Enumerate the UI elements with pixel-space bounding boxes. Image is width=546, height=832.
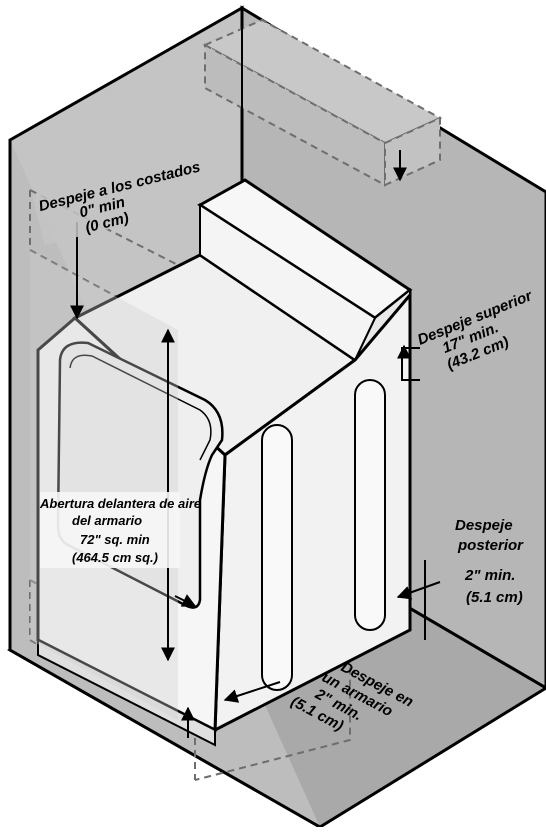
front-opening-line3: 72" sq. min xyxy=(80,532,150,547)
rear-clearance-line3: 2" min. xyxy=(464,567,515,584)
front-opening-line4: (464.5 cm sq.) xyxy=(72,550,158,565)
rear-clearance-line1: Despeje xyxy=(455,517,513,534)
label-front-opening: Abertura delantera de aire del armario 7… xyxy=(39,492,201,568)
rear-clearance-line4: (5.1 cm) xyxy=(466,589,523,606)
front-opening-line1: Abertura delantera de aire xyxy=(39,496,201,511)
label-rear-clearance: Despeje posterior 2" min. (5.1 cm) xyxy=(455,517,524,606)
label-cabinet-clearance: Despeje en un armario 2" min. (5.1 cm) xyxy=(288,659,416,735)
rear-clearance-line2: posterior xyxy=(457,537,524,554)
dryer xyxy=(36,178,413,747)
top-vent-duct xyxy=(202,8,443,275)
front-opening-line2: del armario xyxy=(72,513,142,528)
cabinet-front-overlay xyxy=(30,250,178,720)
